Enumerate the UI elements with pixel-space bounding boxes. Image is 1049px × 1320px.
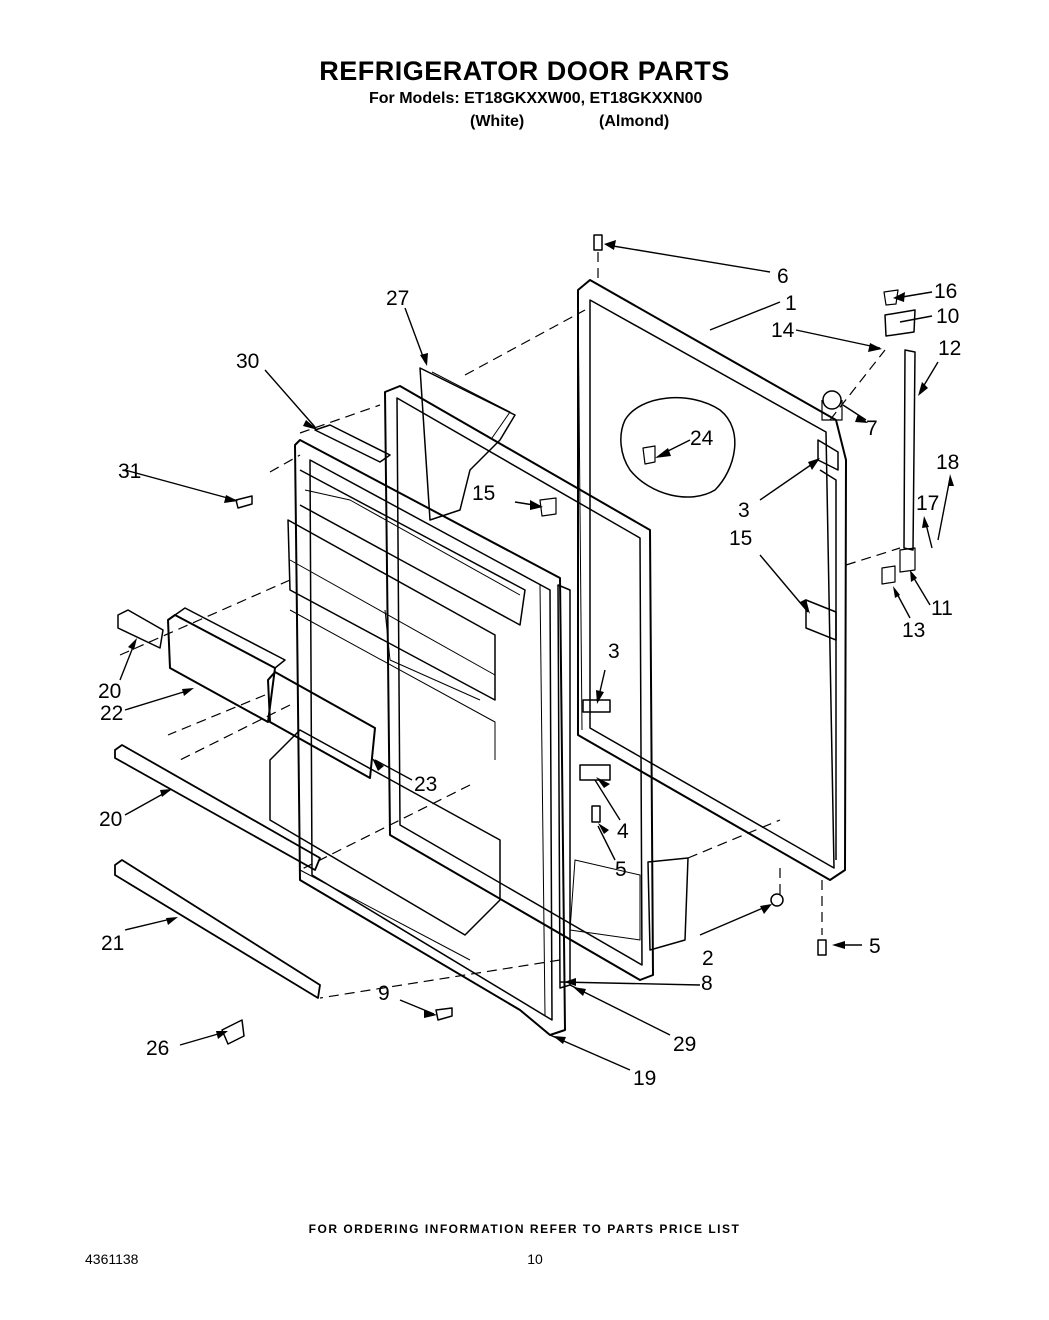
bin-retainer-clip [221,1019,245,1045]
callout-30: 30 [236,350,259,373]
callout-31: 31 [118,460,141,483]
door-liner [269,439,566,1036]
page-number: 10 [527,1251,543,1267]
callout-5-bottom: 5 [869,935,881,958]
outer-door-panel [577,279,847,881]
page-title: REFRIGERATOR DOOR PARTS [319,56,730,86]
hinge-pin-plug [642,445,656,465]
callout-21: 21 [101,932,124,955]
callout-11: 11 [931,597,953,620]
callout-10: 10 [936,305,959,328]
callout-14: 14 [771,319,795,342]
ordering-note: FOR ORDERING INFORMATION REFER TO PARTS … [308,1222,741,1236]
shelf-rail-upper [117,609,164,649]
callout-17: 17 [916,492,939,515]
callout-3-right: 3 [738,499,750,522]
callout-8: 8 [701,972,713,995]
callout-15-right: 15 [729,527,752,550]
callout-20-lower: 20 [99,808,122,831]
callout-numbers: 1 2 3 3 4 5 5 6 7 8 9 10 11 12 13 14 15 … [98,265,961,1090]
door-stop [770,893,784,907]
liner-screw [435,1007,453,1021]
callout-22: 22 [100,702,123,725]
bottom-screw [817,939,827,956]
callout-29: 29 [673,1033,696,1056]
insulation-patch [620,397,736,498]
models-prefix: For Models: [369,90,460,107]
callout-1: 1 [785,292,797,315]
hinge-assembly [821,289,916,585]
side-screw [235,495,253,509]
document-number: 4361138 [85,1251,139,1267]
bottom-shelf-rail [114,859,321,999]
alignment-lines [119,252,901,999]
callout-24: 24 [690,427,714,450]
screw-5-mid [591,805,601,823]
callout-7: 7 [866,417,878,440]
callout-6: 6 [777,265,789,288]
callout-9: 9 [378,982,390,1005]
callout-27: 27 [386,287,409,310]
callout-20-upper: 20 [98,680,121,703]
model-number-white: ET18GKXXW00, [464,90,586,107]
callout-13: 13 [902,619,925,642]
callout-3-left: 3 [608,640,620,663]
callout-16: 16 [934,280,957,303]
model-color-white: (White) [470,113,525,130]
liner-top-strip [314,424,391,463]
callout-2: 2 [702,947,714,970]
top-screw [593,234,603,251]
callout-18: 18 [936,451,959,474]
hinge-cover [582,699,611,713]
callout-19: 19 [633,1067,656,1090]
callout-15-left: 15 [472,482,495,505]
model-color-almond: (Almond) [599,113,670,130]
leader-arrowheads [128,240,954,1044]
callout-5-mid: 5 [615,858,627,881]
callout-12: 12 [938,337,961,360]
callout-26: 26 [146,1037,169,1060]
callout-23: 23 [414,773,437,796]
callout-4: 4 [617,820,629,843]
door-gasket [384,367,689,981]
model-number-almond: ET18GKXXN00 [589,90,703,107]
door-bin-upper [167,607,286,723]
clip-15 [539,497,557,517]
models-line: For Models: ET18GKXXW00, ET18GKXXN00 [369,90,702,108]
hinge-plate [579,764,611,781]
shelf-rail-lower [114,744,321,871]
